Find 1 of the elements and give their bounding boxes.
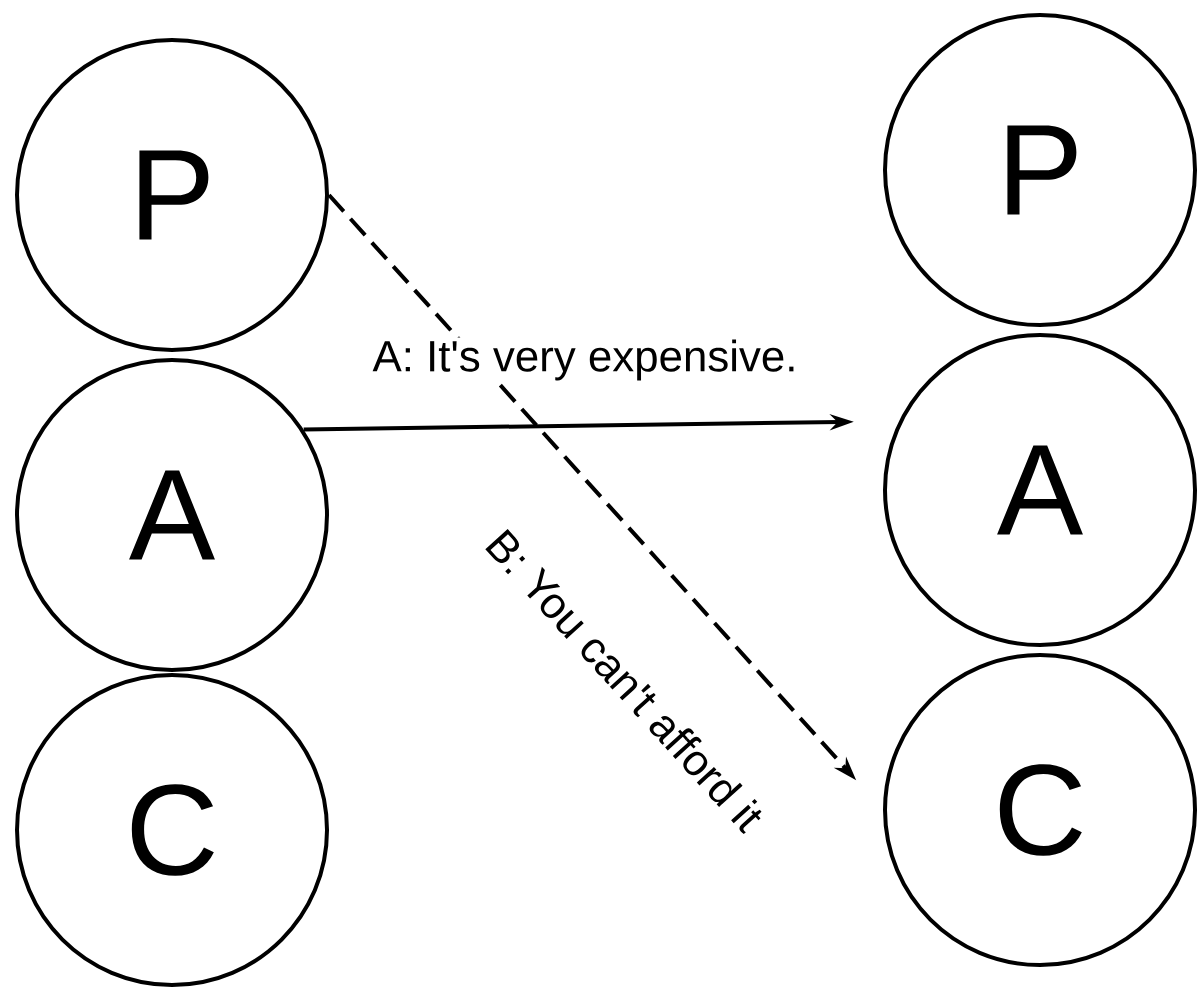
edge-label: A: It's very expensive. — [370, 337, 800, 383]
